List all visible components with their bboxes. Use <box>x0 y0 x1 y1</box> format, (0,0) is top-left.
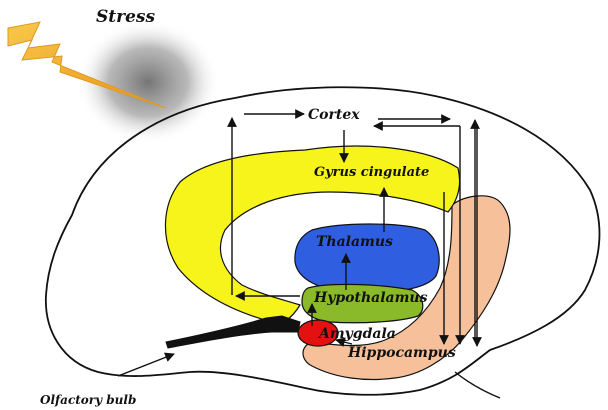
gyrus-cingulate-label: Gyrus cingulate <box>314 165 429 180</box>
hypothalamus-label: Hypothalamus <box>313 290 428 306</box>
olfactory-tract <box>166 316 300 348</box>
brainstem-outline <box>455 372 500 398</box>
cortex-label: Cortex <box>308 107 360 123</box>
hippocampus-label: Hippocampus <box>347 345 456 361</box>
stress-label: Stress <box>96 7 155 27</box>
olfactory-bulb-label: Olfactory bulb <box>40 393 136 407</box>
amygdala-label: Amygdala <box>317 326 396 342</box>
arrow-olfactory-pointer <box>118 354 174 376</box>
thalamus-label: Thalamus <box>316 234 393 250</box>
